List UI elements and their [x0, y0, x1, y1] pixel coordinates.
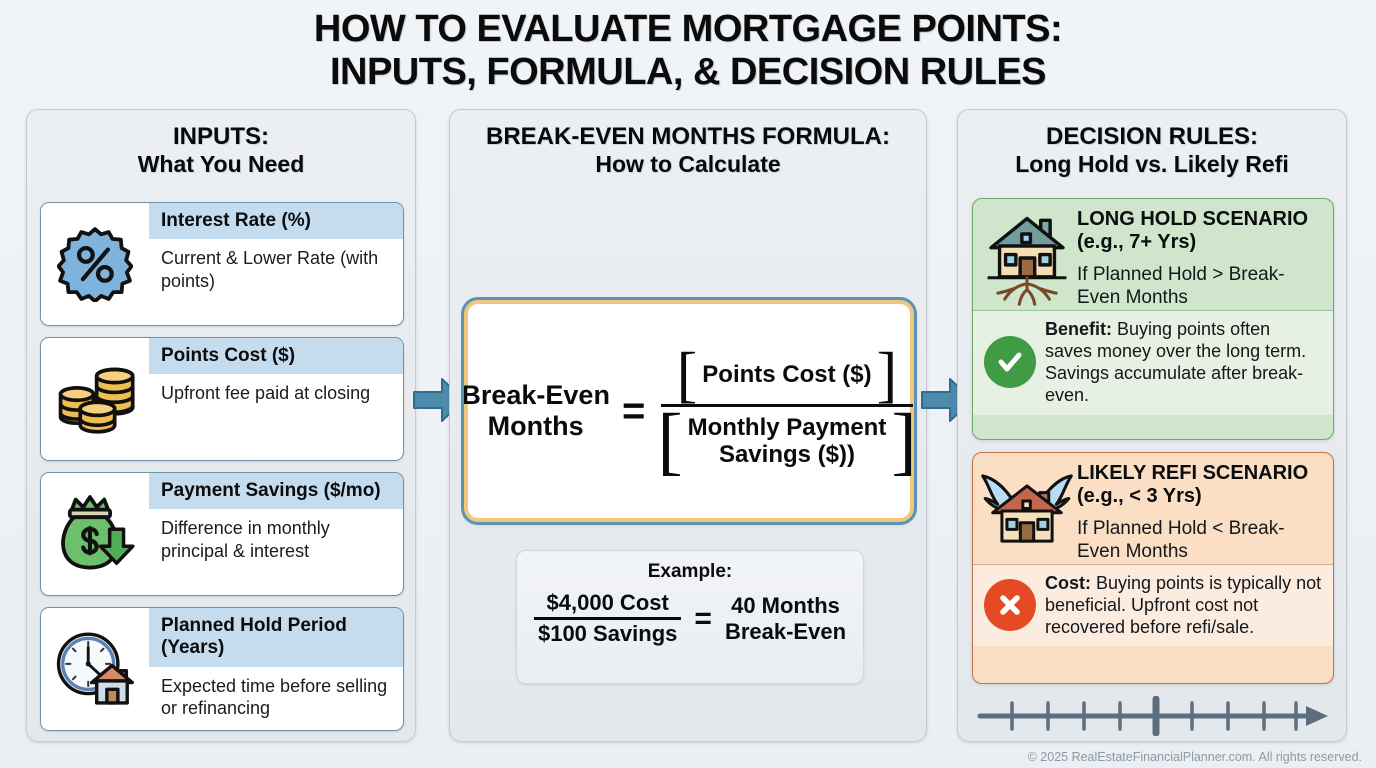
title-line-1: HOW TO EVALUATE MORTGAGE POINTS:: [313, 8, 1063, 50]
rules-panel-title: DECISION RULES: Long Hold vs. Likely Ref…: [958, 110, 1346, 177]
scenario-note-text: Buying points is typically not beneficia…: [1045, 573, 1322, 638]
example-title: Example:: [647, 561, 733, 582]
formula-numerator: [ Points Cost ($) ]: [657, 340, 916, 409]
formula-panel-title: BREAK-EVEN MONTHS FORMULA: How to Calcul…: [450, 110, 926, 177]
clock-house-icon: [41, 608, 149, 730]
formula-lhs-line-1: Break-Even: [461, 379, 610, 410]
scenario-name-line-1: LIKELY REFI SCENARIO: [1077, 462, 1309, 484]
scenario-note-text: Buying points often saves money over the…: [1045, 319, 1307, 406]
scenario-note: Cost: Buying points is typically not ben…: [1045, 572, 1322, 638]
x-circle-icon: [984, 579, 1036, 632]
formula-denominator-line-1: Monthly Payment: [687, 413, 887, 441]
scenario-condition: If Planned Hold > Break-Even Months: [1077, 263, 1285, 309]
scenario-card-likely-refi[interactable]: LIKELY REFI SCENARIO (e.g., < 3 Yrs) If …: [972, 452, 1334, 684]
break-even-timeline: [976, 695, 1332, 737]
input-card-heading: Payment Savings ($/mo): [149, 473, 403, 510]
bracket-close-icon: ]: [876, 340, 898, 409]
input-card-points-cost[interactable]: Points Cost ($) Upfront fee paid at clos…: [40, 337, 404, 461]
input-card-description: Expected time before selling or refinanc…: [161, 675, 388, 719]
input-card-planned-hold-period[interactable]: Planned Hold Period (Years) Expected tim…: [40, 607, 404, 731]
coin-stack-icon: [41, 338, 149, 460]
check-circle-icon: [984, 336, 1036, 389]
example-fraction-bar: [533, 617, 682, 620]
inputs-panel-title: INPUTS: What You Need: [27, 110, 415, 177]
formula-fraction: [ Points Cost ($) ] [ Monthly Payment Sa…: [657, 340, 917, 484]
page-title: HOW TO EVALUATE MORTGAGE POINTS: INPUTS,…: [0, 8, 1376, 93]
scenario-name-line-1: LONG HOLD SCENARIO: [1077, 208, 1309, 230]
formula-panel-title-line-2: How to Calculate: [595, 150, 781, 177]
bracket-open-icon: [: [676, 340, 698, 409]
input-card-heading: Planned Hold Period (Years): [149, 608, 403, 667]
example-fraction: $4,000 Cost $100 Savings: [533, 589, 682, 648]
formula-lhs-line-2: Months: [487, 411, 584, 441]
winged-house-icon: [981, 460, 1073, 548]
example-equals-sign: =: [694, 601, 712, 635]
house-with-roots-icon: [981, 206, 1073, 306]
break-even-formula-box: Break-Even Months = [ Points Cost ($) ] …: [461, 297, 917, 525]
title-line-2: INPUTS, FORMULA, & DECISION RULES: [329, 50, 1047, 93]
input-card-payment-savings[interactable]: Payment Savings ($/mo) Difference in mon…: [40, 472, 404, 596]
formula-denominator: [ Monthly Payment Savings ($)) ]: [657, 399, 917, 484]
inputs-panel: INPUTS: What You Need Interest Rate (%) …: [26, 109, 416, 742]
scenario-note-label: Cost:: [1045, 573, 1091, 594]
rules-panel-title-line-2: Long Hold vs. Likely Refi: [1015, 150, 1289, 177]
bracket-close-icon: ]: [891, 399, 917, 484]
formula-panel-title-line-1: BREAK-EVEN MONTHS FORMULA:: [486, 123, 890, 150]
formula-numerator-text: Points Cost ($): [702, 360, 872, 388]
formula-denominator-line-2: Savings ($)): [718, 440, 855, 468]
inputs-panel-title-line-2: What You Need: [137, 150, 305, 177]
input-card-body: Payment Savings ($/mo) Difference in mon…: [149, 473, 403, 595]
input-card-description: Upfront fee paid at closing: [161, 383, 371, 404]
formula-left-hand-side: Break-Even Months: [461, 380, 610, 443]
example-numerator: $4,000 Cost: [546, 590, 669, 615]
input-card-description: Difference in monthly principal & intere…: [161, 518, 330, 561]
formula-fraction-bar: [661, 404, 913, 408]
input-card-heading: Points Cost ($): [149, 338, 403, 375]
input-card-body: Interest Rate (%) Current & Lower Rate (…: [149, 203, 403, 325]
example-denominator: $100 Savings: [537, 621, 678, 646]
bracket-open-icon: [: [657, 399, 683, 484]
formula-denominator-text: Monthly Payment Savings ($)): [683, 413, 892, 469]
money-bag-down-arrow-icon: [41, 473, 149, 595]
scenario-name-line-2: (e.g., < 3 Yrs): [1077, 484, 1202, 507]
input-card-body: Planned Hold Period (Years) Expected tim…: [149, 608, 403, 730]
scenario-note: Benefit: Buying points often saves money…: [1045, 318, 1322, 407]
copyright-notice: © 2025 RealEstateFinancialPlanner.com. A…: [1027, 750, 1362, 764]
example-result-line-1: 40 Months: [731, 592, 840, 618]
scenario-condition: If Planned Hold < Break-Even Months: [1077, 517, 1285, 563]
example-box: Example: $4,000 Cost $100 Savings = 40 M…: [516, 550, 864, 684]
formula-panel: BREAK-EVEN MONTHS FORMULA: How to Calcul…: [449, 109, 927, 742]
scenario-note-label: Benefit:: [1045, 319, 1112, 340]
inputs-panel-title-line-1: INPUTS:: [173, 123, 269, 150]
percent-badge-icon: [41, 203, 149, 325]
input-card-interest-rate[interactable]: Interest Rate (%) Current & Lower Rate (…: [40, 202, 404, 326]
scenario-name-line-2: (e.g., 7+ Yrs): [1077, 230, 1197, 253]
example-result: 40 Months Break-Even: [725, 593, 846, 644]
scenario-card-long-hold[interactable]: LONG HOLD SCENARIO (e.g., 7+ Yrs) If Pla…: [972, 198, 1334, 440]
formula-equals-sign: =: [621, 388, 646, 433]
example-result-line-2: Break-Even: [724, 618, 847, 644]
input-card-body: Points Cost ($) Upfront fee paid at clos…: [149, 338, 403, 460]
input-card-description: Current & Lower Rate (with points): [161, 248, 379, 291]
rules-panel-title-line-1: DECISION RULES:: [1045, 123, 1258, 150]
decision-rules-panel: DECISION RULES: Long Hold vs. Likely Ref…: [957, 109, 1347, 742]
input-card-heading: Interest Rate (%): [149, 203, 403, 240]
